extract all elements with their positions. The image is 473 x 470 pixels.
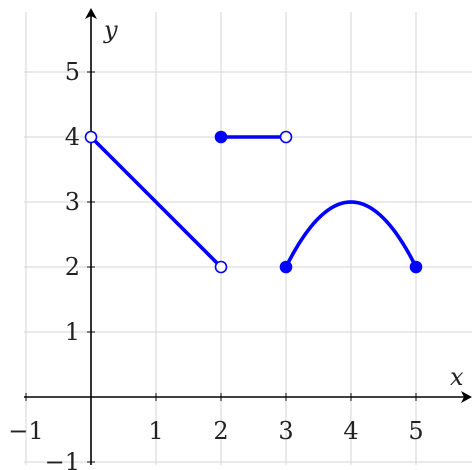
closed-endpoint-end (409, 260, 423, 274)
y-tick-label: 3 (65, 188, 80, 216)
endpoint-markers (84, 130, 423, 274)
y-tick-label: −1 (45, 448, 80, 470)
tick-labels: −1 1 2 3 4 5 −1 1 2 3 4 5 (8, 58, 423, 470)
x-tick-label: 4 (343, 417, 358, 445)
open-endpoint-start (84, 130, 98, 144)
series (89, 135, 418, 269)
x-axis-label: x (450, 363, 464, 391)
x-tick-label: 2 (213, 417, 228, 445)
closed-endpoint-start (279, 260, 293, 274)
open-endpoint-end (279, 130, 293, 144)
axes (24, 8, 472, 465)
x-tick-label: −1 (8, 417, 43, 445)
series-3-curve (284, 200, 418, 269)
x-axis-arrow (461, 391, 472, 403)
series-1-curve (89, 135, 223, 269)
x-tick-label: 3 (278, 417, 293, 445)
y-axis-arrow (85, 8, 97, 19)
y-tick-label: 1 (65, 318, 80, 346)
x-tick-label: 5 (408, 417, 423, 445)
y-tick-label: 4 (65, 123, 80, 151)
closed-endpoint-start (214, 130, 228, 144)
open-endpoint-end (214, 260, 228, 274)
y-tick-label: 5 (65, 58, 80, 86)
y-axis-label: y (103, 16, 118, 44)
x-tick-label: 1 (148, 417, 163, 445)
y-tick-label: 2 (65, 253, 80, 281)
grid (24, 12, 472, 465)
